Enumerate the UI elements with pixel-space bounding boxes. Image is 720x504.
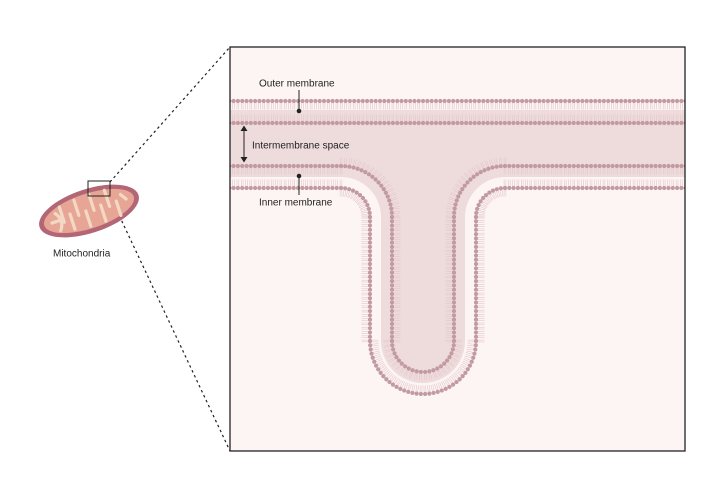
frame-border <box>229 46 686 452</box>
outer-membrane-pointer <box>296 90 302 114</box>
intermembrane-space-region <box>230 110 685 383</box>
zoom-frame <box>229 46 686 452</box>
outer-membrane <box>230 98 685 126</box>
inner-membrane-label: Inner membrane <box>259 198 333 209</box>
zoom-lines <box>109 46 231 452</box>
mitochondrion-icon <box>39 184 139 238</box>
zoom-selection-box <box>87 180 111 197</box>
mitochondria-label: Mitochondria <box>53 249 111 260</box>
inner-membrane-pointer <box>296 173 302 195</box>
inner-membrane <box>230 157 685 397</box>
intermembrane-arrow <box>240 125 248 163</box>
intermembrane-space-label: Intermembrane space <box>252 141 350 152</box>
outer-membrane-label: Outer membrane <box>259 79 335 90</box>
